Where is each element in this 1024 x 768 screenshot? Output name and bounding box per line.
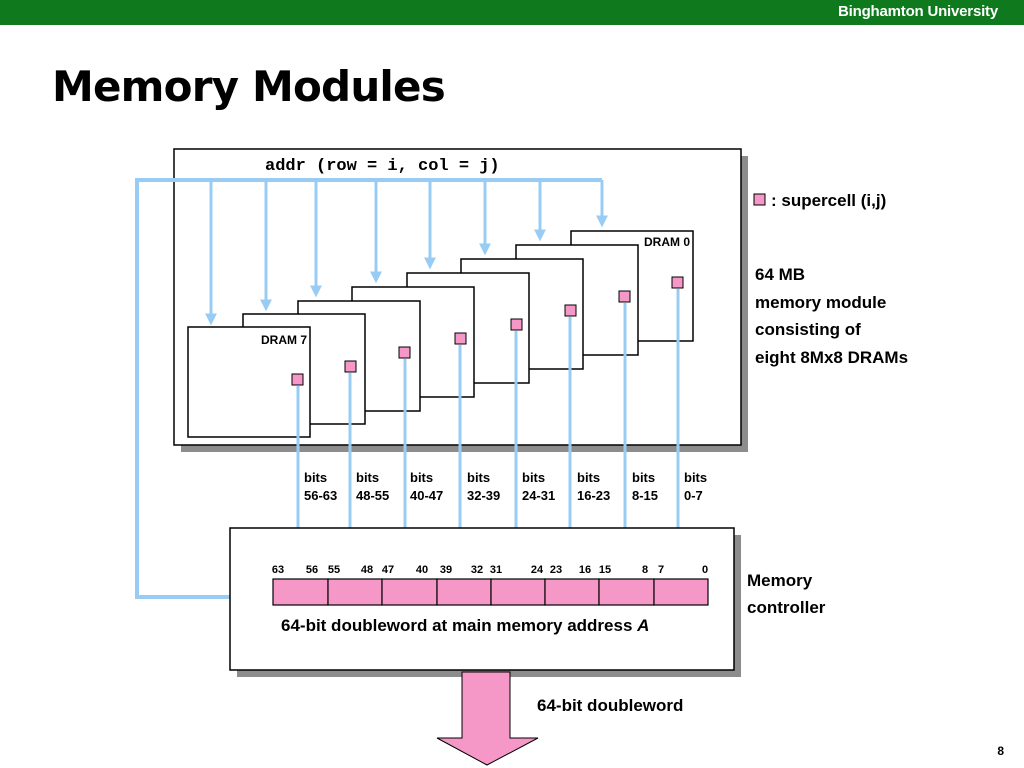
- address-bus: [135, 178, 608, 599]
- page-number: 8: [997, 744, 1004, 758]
- bit-range-bottom: 8-15: [632, 488, 658, 503]
- bit-range-bottom: 56-63: [304, 488, 337, 503]
- slide-title: Memory Modules: [52, 62, 446, 111]
- register-bit-label: 7: [658, 564, 664, 576]
- register-bit-label: 31: [490, 564, 502, 576]
- supercell-legend-swatch: [753, 193, 766, 206]
- bit-range-bottom: 0-7: [684, 488, 703, 503]
- address-label: addr (row = i, col = j): [265, 157, 500, 176]
- register-byte: [272, 578, 329, 606]
- bit-range-bottom: 24-31: [522, 488, 555, 503]
- memory-controller-label-line: controller: [747, 598, 826, 617]
- register-byte: [490, 578, 546, 606]
- register-bit-label: 55: [328, 564, 340, 576]
- header-bar: Binghamton University: [0, 0, 1024, 25]
- bit-range-top: bits: [410, 470, 433, 485]
- supercells: [291, 276, 684, 386]
- dram-chip-7: [187, 326, 311, 438]
- data-bus: [292, 289, 684, 555]
- register-bit-label: 39: [440, 564, 452, 576]
- register-byte: [653, 578, 709, 606]
- bit-range-bottom: 16-23: [577, 488, 610, 503]
- register-bit-label: 15: [599, 564, 611, 576]
- bit-range-bottom: 48-55: [356, 488, 389, 503]
- register-byte: [598, 578, 655, 606]
- supercell: [618, 290, 631, 303]
- bit-range-top: bits: [356, 470, 379, 485]
- memory-controller-label-line: Memory: [747, 571, 813, 590]
- supercell: [671, 276, 684, 289]
- supercell: [454, 332, 467, 345]
- bit-range-top: bits: [522, 470, 545, 485]
- dram-stack: DRAM 0 DRAM 7: [187, 230, 694, 438]
- output-label: 64-bit doubleword: [537, 696, 683, 715]
- doubleword-register: [272, 578, 709, 606]
- supercell: [291, 373, 304, 386]
- bit-range-bottom: 32-39: [467, 488, 500, 503]
- register-bit-label: 48: [361, 564, 373, 576]
- supercell: [564, 304, 577, 317]
- bit-range-top: bits: [684, 470, 707, 485]
- register-bit-label: 0: [702, 564, 708, 576]
- register-bit-labels: 63 56 55 48 47 40 39 32 31 24 23 16 15 8…: [272, 564, 708, 576]
- register-bit-label: 23: [550, 564, 562, 576]
- university-name: Binghamton University: [838, 3, 998, 20]
- bit-range-bottom: 40-47: [410, 488, 443, 503]
- supercell: [510, 318, 523, 331]
- memory-controller-label: Memory controller: [747, 571, 826, 617]
- register-bit-label: 32: [471, 564, 483, 576]
- bit-range-top: bits: [632, 470, 655, 485]
- module-description-line: eight 8Mx8 DRAMs: [755, 348, 908, 367]
- register-bit-label: 40: [416, 564, 428, 576]
- register-byte: [544, 578, 600, 606]
- address-bus-line: [135, 178, 602, 599]
- supercell: [398, 346, 411, 359]
- module-description-line: 64 MB: [755, 265, 805, 284]
- dram-7-label: DRAM 7: [261, 333, 307, 347]
- dram-0-label: DRAM 0: [644, 235, 690, 249]
- bit-range-top: bits: [577, 470, 600, 485]
- output-arrow: [436, 671, 539, 766]
- register-bit-label: 24: [531, 564, 544, 576]
- register-bit-label: 16: [579, 564, 591, 576]
- register-byte: [436, 578, 492, 606]
- address-variable: A: [636, 616, 649, 635]
- register-bit-label: 8: [642, 564, 648, 576]
- bit-range-top: bits: [304, 470, 327, 485]
- bit-range-labels: bits 56-63 bits 48-55 bits 40-47 bits 32…: [304, 470, 707, 503]
- bit-range-top: bits: [467, 470, 490, 485]
- controller-caption-text: 64-bit doubleword at main memory address: [281, 616, 637, 635]
- register-byte: [381, 578, 438, 606]
- module-description: 64 MB memory module consisting of eight …: [755, 265, 908, 367]
- register-byte: [327, 578, 383, 606]
- module-description-line: memory module: [755, 293, 886, 312]
- supercell: [344, 360, 357, 373]
- register-bit-label: 47: [382, 564, 394, 576]
- controller-caption: 64-bit doubleword at main memory address…: [281, 616, 649, 635]
- register-bit-label: 63: [272, 564, 284, 576]
- supercell-legend-text: : supercell (i,j): [771, 191, 886, 210]
- register-bit-label: 56: [306, 564, 318, 576]
- module-description-line: consisting of: [755, 320, 861, 339]
